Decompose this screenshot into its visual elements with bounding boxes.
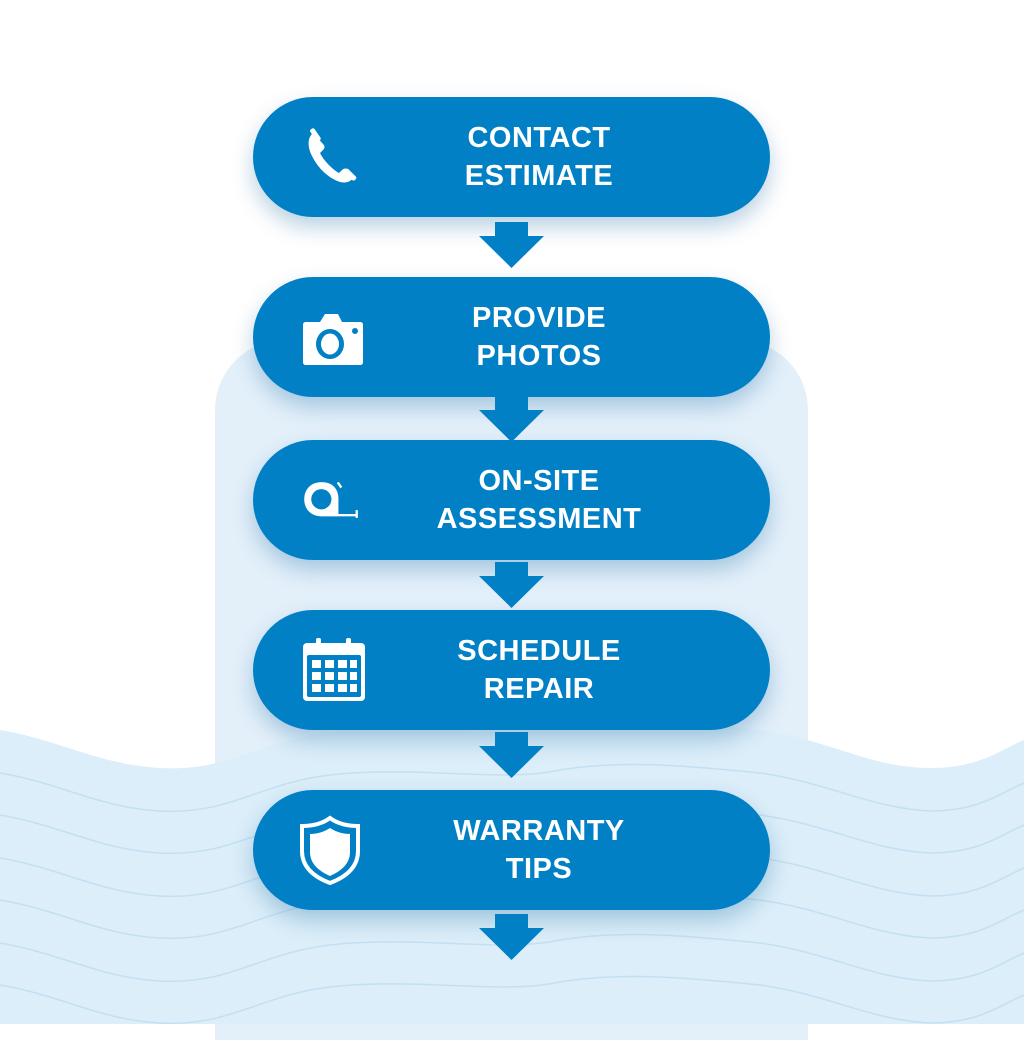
down-arrow bbox=[479, 222, 544, 268]
step-label: PROVIDE PHOTOS bbox=[368, 277, 710, 397]
step-label: ON-SITE ASSESSMENT bbox=[368, 440, 710, 560]
step-on-site-assessment[interactable]: ON-SITE ASSESSMENT bbox=[253, 440, 770, 560]
step-provide-photos[interactable]: PROVIDE PHOTOS bbox=[253, 277, 770, 397]
step-label: SCHEDULE REPAIR bbox=[368, 610, 710, 730]
step-label-line1: CONTACT bbox=[467, 122, 611, 154]
step-label-line1: SCHEDULE bbox=[457, 635, 621, 667]
step-label-line2: ESTIMATE bbox=[464, 160, 614, 192]
step-schedule-repair[interactable]: SCHEDULE REPAIR bbox=[253, 610, 770, 730]
down-arrow bbox=[479, 562, 544, 608]
phone-icon bbox=[308, 128, 357, 183]
down-arrow bbox=[479, 914, 544, 960]
tape-measure-icon bbox=[304, 481, 358, 518]
step-label-line2: PHOTOS bbox=[476, 340, 602, 372]
step-label-line1: WARRANTY bbox=[453, 815, 625, 847]
shield-icon bbox=[300, 815, 360, 885]
step-label-line2: ASSESSMENT bbox=[436, 503, 642, 535]
down-arrow bbox=[479, 732, 544, 778]
calendar-icon bbox=[303, 638, 365, 701]
step-label-line1: ON-SITE bbox=[478, 465, 600, 497]
step-label-line2: TIPS bbox=[505, 853, 573, 885]
step-label-line1: PROVIDE bbox=[471, 302, 607, 334]
step-contact-estimate[interactable]: CONTACT ESTIMATE bbox=[253, 97, 770, 217]
step-label-line2: REPAIR bbox=[483, 673, 595, 705]
step-label: CONTACT ESTIMATE bbox=[368, 97, 710, 217]
down-arrow bbox=[479, 396, 544, 442]
step-warranty-tips[interactable]: WARRANTY TIPS bbox=[253, 790, 770, 910]
step-label: WARRANTY TIPS bbox=[368, 790, 710, 910]
camera-icon bbox=[303, 314, 363, 365]
